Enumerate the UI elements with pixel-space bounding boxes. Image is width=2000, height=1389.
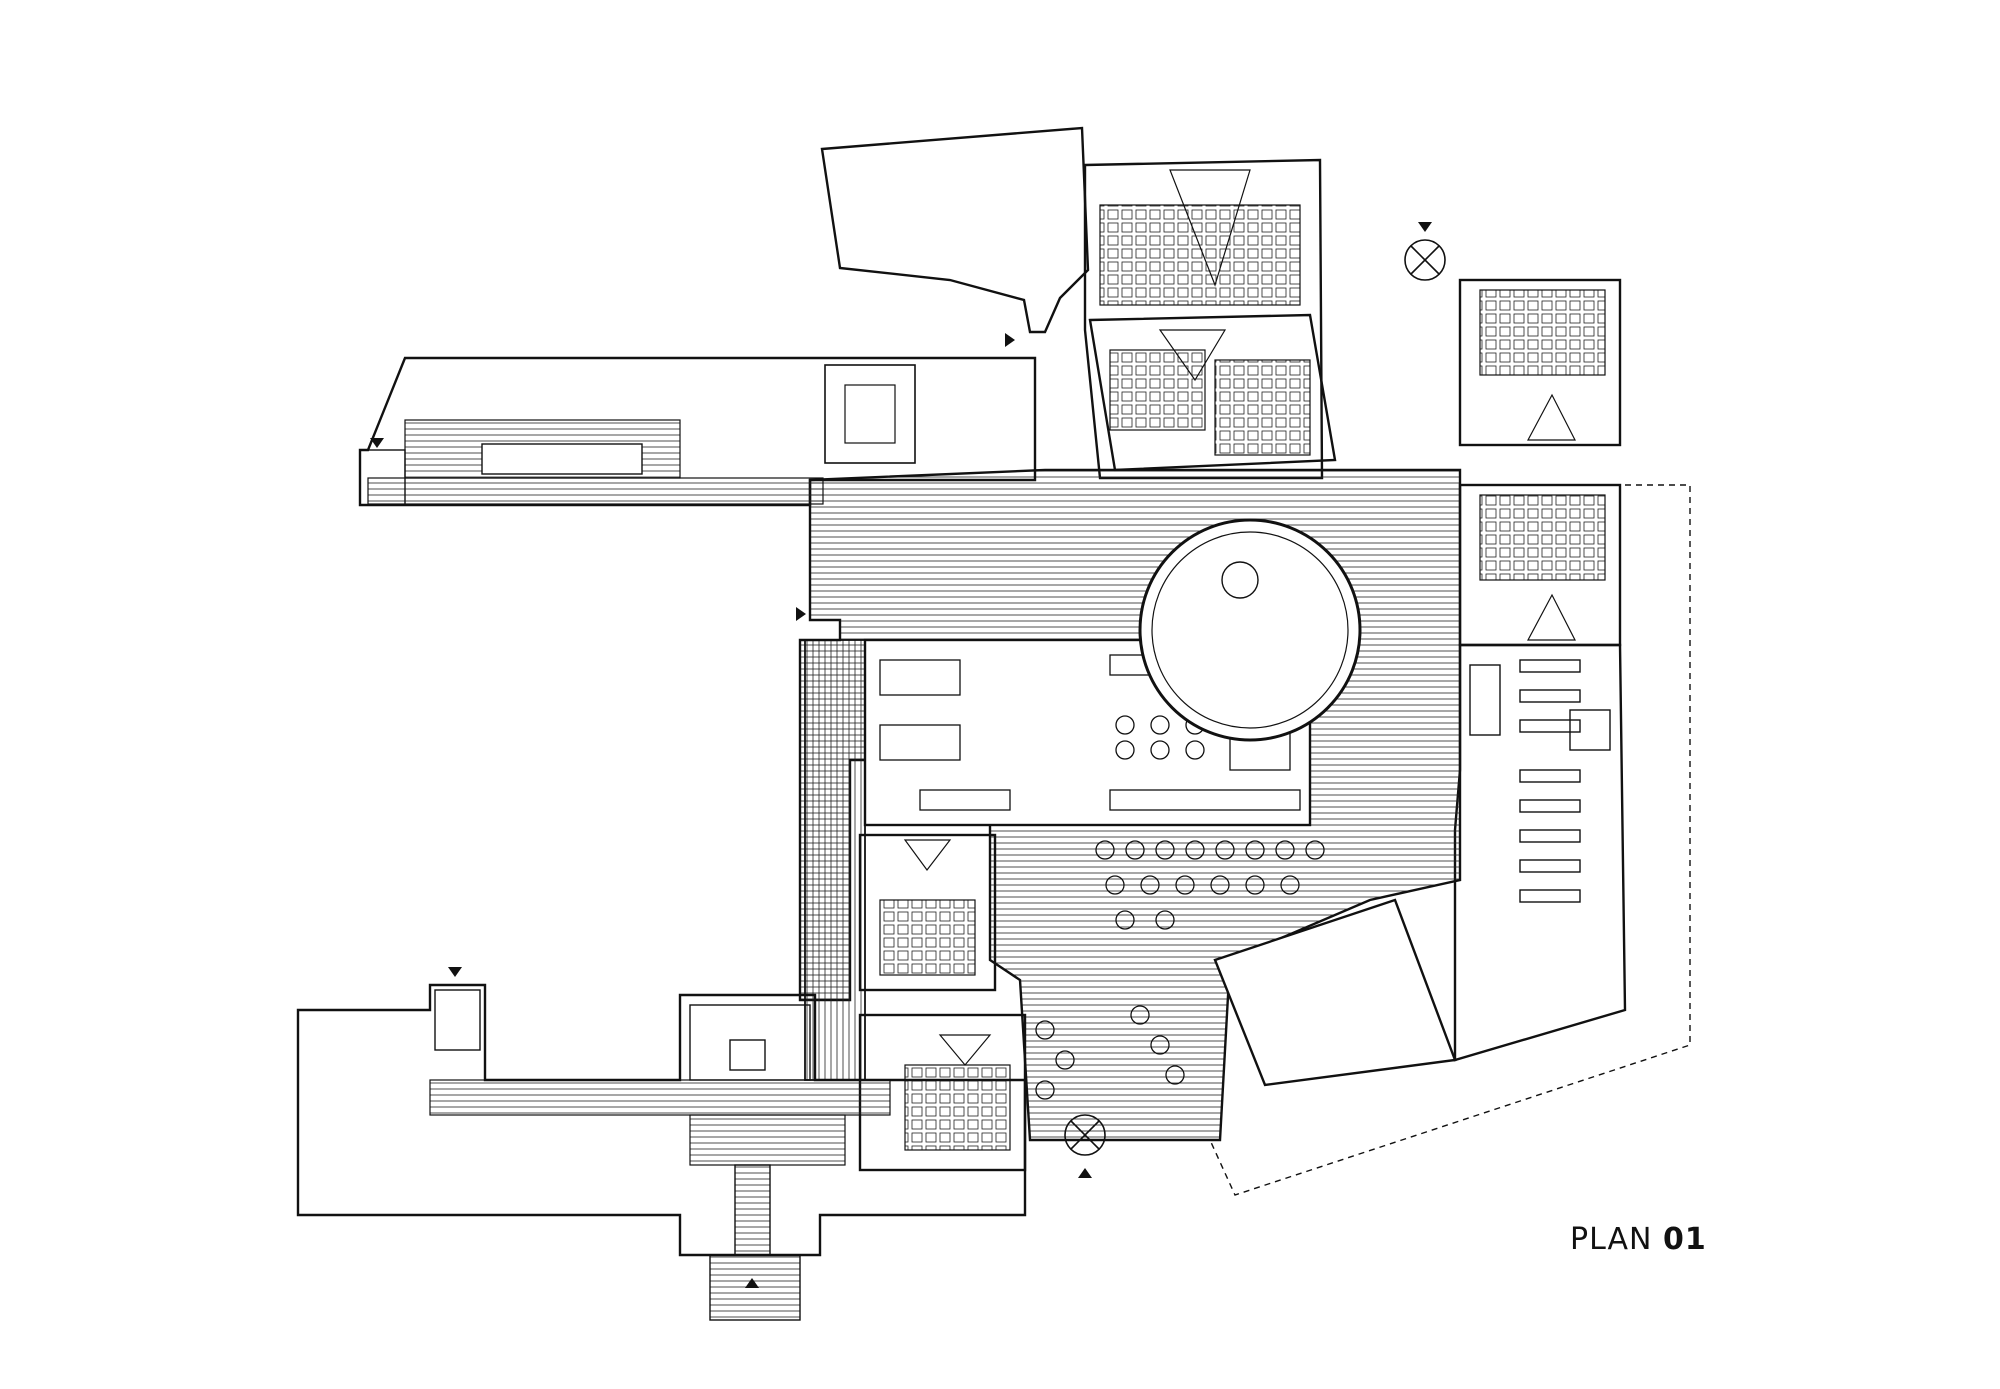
entrance-arrow-west: [370, 438, 384, 448]
rotunda-inner: [1151, 531, 1349, 729]
east-hall-north-seating: [1479, 289, 1606, 376]
entrance-arrow-hall: [796, 607, 806, 621]
plan-title: PLAN 01: [1570, 1222, 1707, 1257]
upper-auditorium-seating: [1099, 204, 1301, 306]
small-auditorium-south-seating: [904, 1064, 1011, 1151]
south-entry-stair: [734, 1164, 771, 1256]
middle-auditorium-block: [1088, 313, 1337, 472]
entrance-arrow-north: [1418, 222, 1432, 232]
west-wing-room: [481, 443, 643, 475]
east-courtyard-outline: [1209, 484, 1691, 1196]
entrance-arrow-south: [1078, 1168, 1092, 1178]
east-hall-north-stage: [1527, 393, 1576, 441]
north-block: [820, 126, 1090, 334]
rotunda-core: [1221, 561, 1259, 599]
entrance-arrow-south-stair: [745, 1278, 759, 1288]
boardroom: [824, 364, 916, 464]
boardroom-table: [844, 384, 896, 444]
revolving-door-south: [1064, 1114, 1106, 1156]
rotunda: [1138, 518, 1362, 742]
east-hall-north: [1458, 278, 1622, 447]
plan-title-word: PLAN: [1570, 1222, 1653, 1257]
small-auditorium-west: [858, 833, 997, 992]
revolving-door-north: [1404, 239, 1446, 281]
small-auditorium-west-stage: [903, 839, 952, 872]
southwest-corridor: [429, 1079, 891, 1116]
small-auditorium-south-stage: [938, 1034, 992, 1066]
east-hall-south-stage: [1527, 593, 1576, 641]
west-stair: [434, 989, 481, 1051]
upper-auditorium-stage: [1169, 169, 1251, 287]
south-lift-core: [689, 1004, 811, 1081]
west-end-stair: [359, 449, 406, 506]
east-library-wing: [1453, 643, 1627, 1062]
west-wing-corridor: [367, 477, 824, 505]
entrance-arrow-northwest: [1005, 333, 1015, 347]
east-hall-south-seating: [1479, 494, 1606, 581]
middle-auditorium-seating-left: [1109, 349, 1206, 431]
entrance-arrow-southwest: [448, 967, 462, 977]
southwest-hall: [689, 1114, 846, 1166]
middle-auditorium-seating-right: [1214, 359, 1311, 456]
small-auditorium-west-seating: [879, 899, 976, 976]
middle-auditorium-stage: [1158, 329, 1227, 382]
southeast-lobby: [1213, 898, 1457, 1087]
south-lift: [729, 1039, 766, 1071]
plan-title-number: 01: [1663, 1222, 1707, 1257]
